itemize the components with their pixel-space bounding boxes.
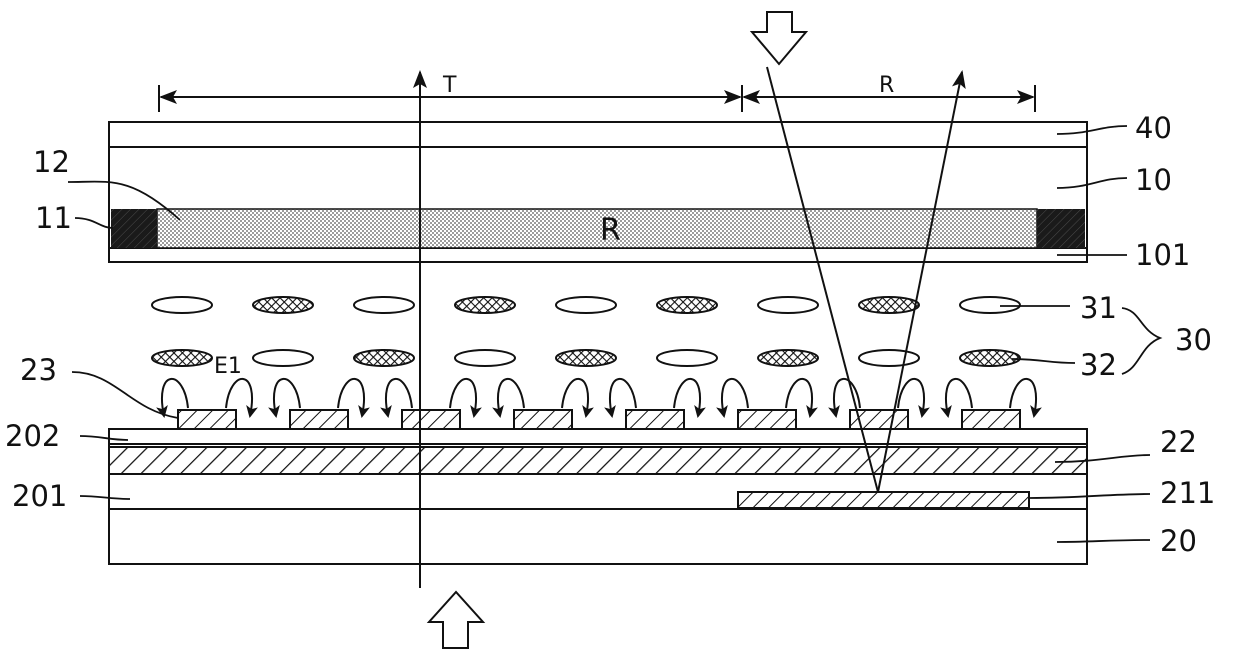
- liquid-crystal-layer-30: [152, 297, 1020, 366]
- lc-molecule-32: [758, 350, 818, 366]
- reflective-layer-211: [738, 492, 1029, 508]
- pixel-electrode: [514, 410, 572, 429]
- ref-label-40: 40: [1135, 111, 1172, 145]
- lc-molecule-32: [253, 297, 313, 313]
- lc-molecule-32: [556, 350, 616, 366]
- ref-label-101: 101: [1135, 238, 1190, 272]
- lc-molecule-31: [354, 297, 414, 313]
- ref-label-10: 10: [1135, 163, 1172, 197]
- ref-label-12: 12: [33, 145, 70, 179]
- lc-molecule-31: [758, 297, 818, 313]
- ref-label-11: 11: [35, 201, 72, 235]
- pixel-electrode: [626, 410, 684, 429]
- lc-molecule-32: [657, 297, 717, 313]
- transmissive-region-label: T: [442, 73, 457, 98]
- ref-label-20: 20: [1160, 524, 1197, 558]
- ref-label-201: 201: [12, 479, 67, 513]
- lc-molecule-31: [152, 297, 212, 313]
- black-matrix-left-11: [111, 209, 157, 248]
- ref-label-30: 30: [1175, 323, 1212, 357]
- ref-label-31: 31: [1080, 291, 1117, 325]
- pixel-electrode: [738, 410, 796, 429]
- color-filter-layer-12: [157, 209, 1037, 248]
- lc-molecule-31: [455, 350, 515, 366]
- lc-molecule-32: [455, 297, 515, 313]
- field-label-e1: E1: [214, 354, 242, 379]
- lc-molecule-31: [657, 350, 717, 366]
- pixel-electrode: [962, 410, 1020, 429]
- ref-label-211: 211: [1160, 476, 1215, 510]
- incident-light-top-arrow: [752, 12, 806, 64]
- lc-molecule-31: [253, 350, 313, 366]
- ref-label-23: 23: [20, 353, 57, 387]
- polarizer-layer-40: [109, 122, 1087, 147]
- ref-label-32: 32: [1080, 348, 1117, 382]
- lc-molecule-32: [960, 350, 1020, 366]
- ref-label-22: 22: [1160, 425, 1197, 459]
- lc-molecule-31: [960, 297, 1020, 313]
- ref-label-202: 202: [5, 419, 60, 453]
- reflective-region-label: R: [879, 73, 894, 98]
- common-electrode-layer-22: [109, 447, 1087, 474]
- lc-molecule-32: [152, 350, 212, 366]
- lc-molecule-31: [556, 297, 616, 313]
- pixel-electrode: [402, 410, 460, 429]
- pixel-electrode: [290, 410, 348, 429]
- lc-molecule-32: [859, 297, 919, 313]
- lc-molecule-31: [859, 350, 919, 366]
- region-dimension-lines: [159, 85, 1035, 112]
- backlight-bottom-arrow: [429, 592, 483, 648]
- black-matrix-right: [1037, 209, 1085, 248]
- pixel-electrode: [178, 410, 236, 429]
- lc-molecule-32: [354, 350, 414, 366]
- color-filter-label: R: [600, 213, 621, 248]
